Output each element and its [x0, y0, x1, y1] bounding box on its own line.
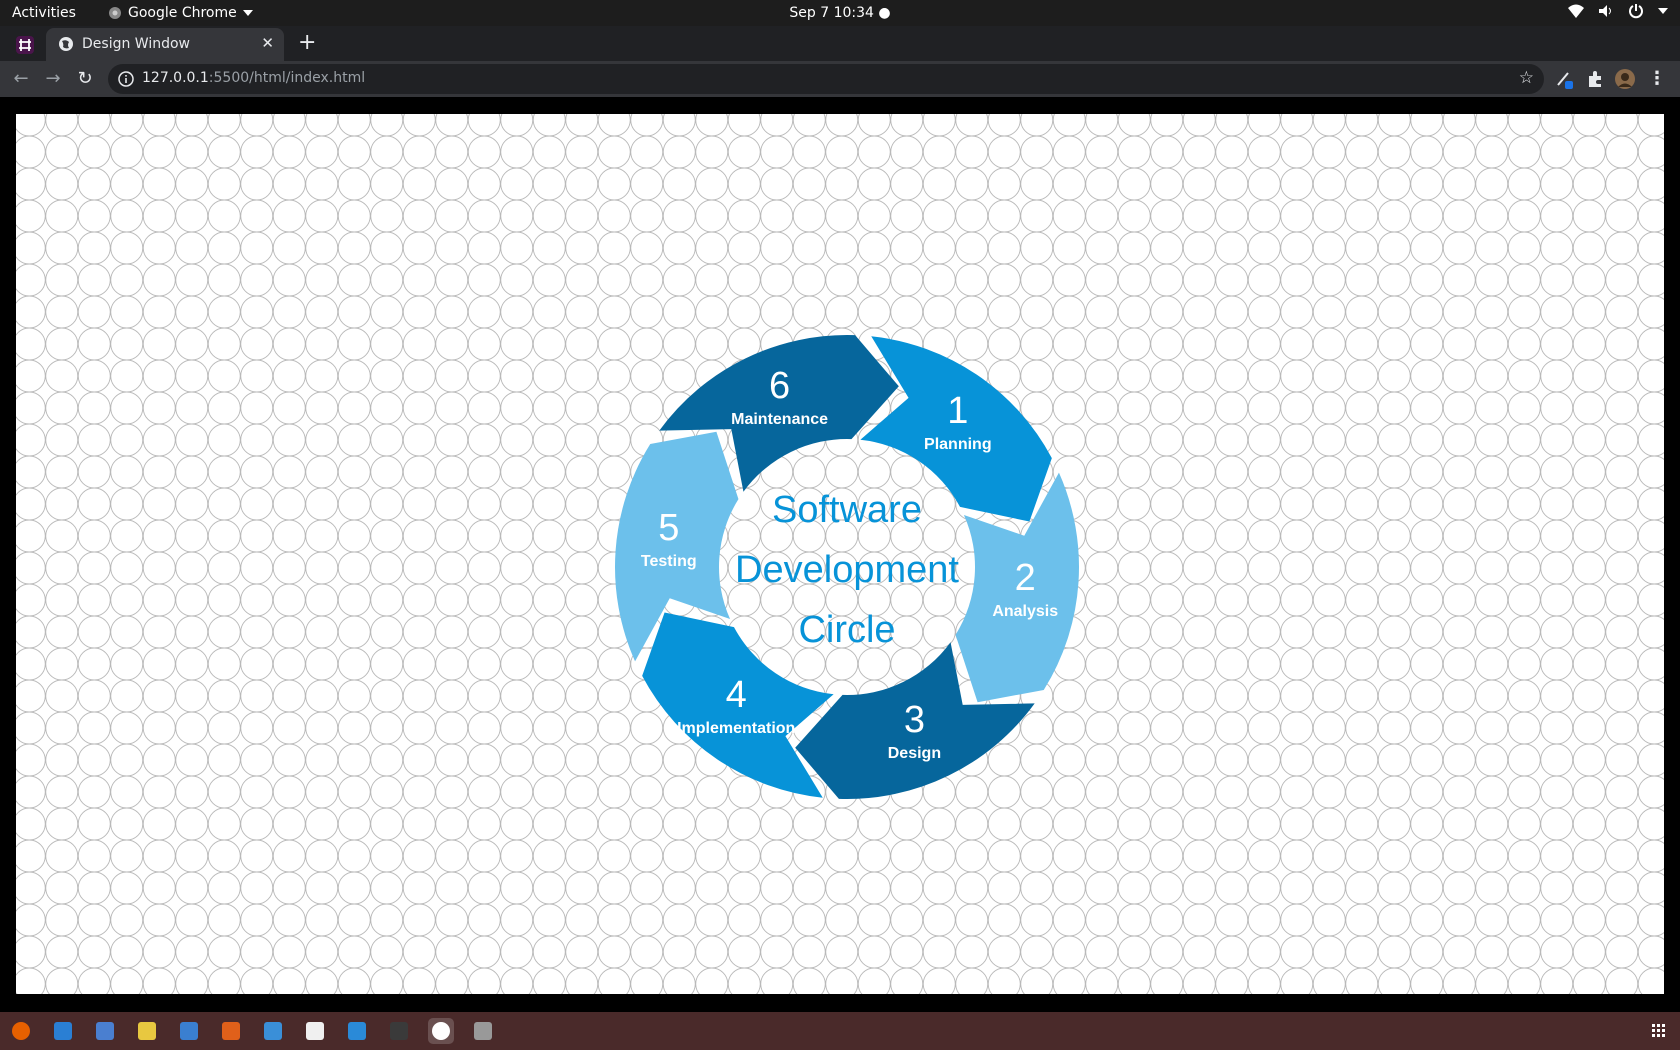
- segment-label-4: Implementation: [677, 720, 795, 737]
- system-top-bar: Activities Google Chrome Sep 7 10:34 ●: [0, 0, 1680, 26]
- usb-drive-icon[interactable]: [470, 1018, 496, 1044]
- new-tab-button[interactable]: +: [298, 30, 317, 55]
- segment-label-6: Maintenance: [731, 411, 828, 428]
- power-icon: [1629, 4, 1643, 19]
- thunderbird-icon[interactable]: [50, 1018, 76, 1044]
- app-menu[interactable]: Google Chrome: [108, 5, 253, 21]
- software-center-icon-glyph: [222, 1022, 240, 1040]
- help-icon[interactable]: [260, 1018, 286, 1044]
- globe-icon: [59, 37, 73, 51]
- bookmark-star-icon[interactable]: ☆: [1518, 68, 1534, 88]
- back-icon[interactable]: ←: [13, 68, 29, 89]
- show-applications-icon[interactable]: [1652, 1024, 1666, 1038]
- tab-close-icon[interactable]: ✕: [261, 34, 274, 52]
- chrome-menu-icon[interactable]: ⋮: [1648, 68, 1666, 89]
- profile-avatar[interactable]: [1614, 68, 1636, 90]
- center-title-line-3: Circle: [798, 609, 895, 651]
- segment-number-5: 5: [658, 507, 679, 549]
- files-icon-glyph: [96, 1022, 114, 1040]
- url-path: :5500/html/index.html: [208, 70, 366, 86]
- segment-label-2: Analysis: [992, 603, 1058, 620]
- browser-toolbar: ← → ↻ 127.0.0.1:5500/html/index.html ☆ ⋮: [0, 61, 1680, 97]
- vscode-icon-glyph: [348, 1022, 366, 1040]
- system-tray[interactable]: [1568, 3, 1668, 19]
- activities-button[interactable]: Activities: [12, 5, 76, 21]
- clock[interactable]: Sep 7 10:34 ●: [789, 5, 891, 21]
- wifi-icon: [1568, 4, 1584, 18]
- segment-number-4: 4: [726, 674, 747, 716]
- address-bar[interactable]: 127.0.0.1:5500/html/index.html ☆: [108, 64, 1544, 94]
- info-icon[interactable]: [118, 71, 134, 87]
- url-text: 127.0.0.1:5500/html/index.html: [142, 70, 365, 86]
- slack-icon[interactable]: [14, 34, 36, 56]
- usb-drive-icon-glyph: [474, 1022, 492, 1040]
- rhythmbox-icon[interactable]: [134, 1018, 160, 1044]
- volume-icon: [1599, 5, 1611, 17]
- circle-pattern-background: [16, 114, 1664, 994]
- center-title-line-2: Development: [735, 549, 959, 591]
- software-center-icon[interactable]: [218, 1018, 244, 1044]
- segment-label-1: Planning: [924, 436, 992, 453]
- firefox-icon-glyph: [12, 1022, 30, 1040]
- terminal-icon[interactable]: [386, 1018, 412, 1044]
- reload-icon[interactable]: ↻: [77, 68, 93, 89]
- tab-title: Design Window: [82, 36, 190, 52]
- cycle-segment-1: [860, 336, 1052, 522]
- segment-label-3: Design: [888, 745, 941, 762]
- amazon-icon-glyph: [306, 1022, 324, 1040]
- segment-number-1: 1: [947, 390, 968, 432]
- cycle-segment-2: [955, 472, 1079, 703]
- segment-number-3: 3: [904, 699, 925, 741]
- segment-number-2: 2: [1015, 557, 1036, 599]
- chrome-icon-glyph: [432, 1022, 450, 1040]
- help-icon-glyph: [264, 1022, 282, 1040]
- center-title-line-1: Software: [772, 489, 922, 531]
- firefox-icon[interactable]: [8, 1018, 34, 1044]
- thunderbird-icon-glyph: [54, 1022, 72, 1040]
- chrome-icon[interactable]: [428, 1018, 454, 1044]
- app-menu-label: Google Chrome: [128, 5, 237, 21]
- writer-icon[interactable]: [176, 1018, 202, 1044]
- caret-down-icon: [242, 10, 253, 16]
- chrome-icon: [109, 7, 121, 19]
- cycle-segment-6: [659, 335, 899, 492]
- segment-number-6: 6: [769, 365, 790, 407]
- segment-label-5: Testing: [641, 553, 697, 570]
- files-icon[interactable]: [92, 1018, 118, 1044]
- url-host: 127.0.0.1: [142, 70, 209, 86]
- terminal-icon-glyph: [390, 1022, 408, 1040]
- cycle-segment-5: [615, 431, 739, 662]
- cycle-segment-3: [795, 642, 1035, 799]
- extensions-puzzle-icon[interactable]: [1584, 68, 1606, 90]
- clock-text: Sep 7 10:34: [789, 5, 874, 21]
- writer-icon-glyph: [180, 1022, 198, 1040]
- tab-design-window[interactable]: Design Window ✕: [46, 28, 284, 61]
- cycle-segment-4: [642, 612, 834, 798]
- vscode-icon[interactable]: [344, 1018, 370, 1044]
- forward-icon[interactable]: →: [45, 68, 61, 89]
- caret-down-icon: [1658, 8, 1668, 14]
- browser-tab-strip: Design Window ✕ +: [0, 26, 1680, 61]
- extension-pen-icon[interactable]: [1553, 68, 1575, 90]
- rhythmbox-icon-glyph: [138, 1022, 156, 1040]
- amazon-icon[interactable]: [302, 1018, 328, 1044]
- taskbar: [0, 1012, 1680, 1050]
